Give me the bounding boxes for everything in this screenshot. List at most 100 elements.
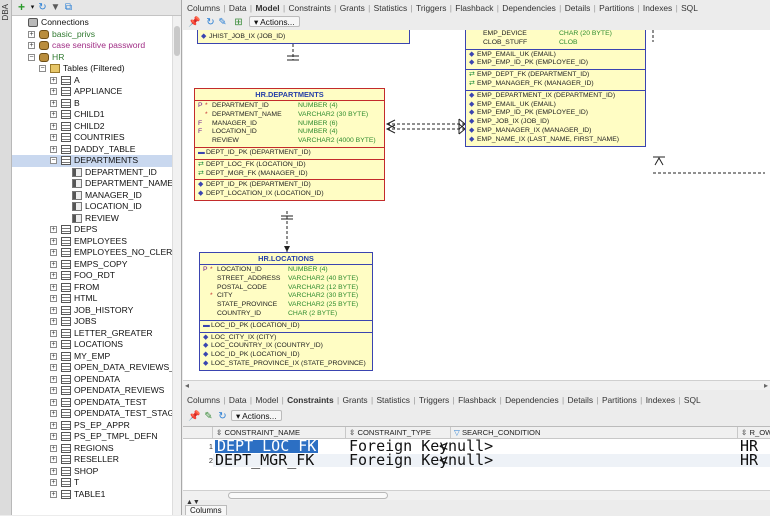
tab-model[interactable]: Model: [255, 395, 279, 405]
collapse-icon[interactable]: −: [50, 157, 57, 164]
tab-grants[interactable]: Grants: [339, 3, 365, 13]
expand-icon[interactable]: +: [50, 352, 57, 360]
tree-node-emps-copy[interactable]: +EMPS_COPY: [12, 259, 172, 271]
tree-node-reseller[interactable]: +RESELLER: [12, 454, 172, 466]
expand-icon[interactable]: +: [50, 329, 57, 337]
tree-node-jobs[interactable]: +JOBS: [12, 316, 172, 328]
expand-icon[interactable]: +: [50, 387, 57, 394]
diagram-scrollbar[interactable]: ◂ ▸: [183, 380, 770, 390]
tab-partitions[interactable]: Partitions: [599, 3, 635, 13]
tab-triggers[interactable]: Triggers: [416, 3, 447, 13]
expand-icon[interactable]: +: [50, 260, 57, 268]
filter-icon[interactable]: ▼: [50, 2, 61, 13]
tab-statistics[interactable]: Statistics: [373, 3, 408, 13]
tab-dependencies[interactable]: Dependencies: [502, 3, 556, 13]
tab-columns[interactable]: Columns: [187, 395, 221, 405]
tab-sql[interactable]: SQL: [683, 395, 701, 405]
table-row[interactable]: [213, 454, 770, 467]
tree-node-basic-privs[interactable]: +basic_privs: [12, 29, 172, 41]
edit-icon[interactable]: ✎: [204, 411, 213, 422]
tab-dependencies[interactable]: Dependencies: [505, 395, 559, 405]
tab-details[interactable]: Details: [567, 395, 594, 405]
expand-icon[interactable]: +: [50, 283, 57, 291]
expand-icon[interactable]: +: [50, 467, 57, 475]
tree-node-opendata-test[interactable]: +OPENDATA_TEST: [12, 397, 172, 409]
model-diagram[interactable]: ◆JHIST_JOB_IX (JOB_ID) HR.DEPARTMENTS P*…: [183, 30, 770, 380]
tree-node-opendata[interactable]: +OPENDATA: [12, 374, 172, 386]
tree-node-location-id[interactable]: LOCATION_ID: [12, 201, 172, 213]
cell-constraint-name[interactable]: DEPT_MGR_FK: [215, 451, 315, 469]
tab-data[interactable]: Data: [228, 395, 247, 405]
collapse-icon[interactable]: −: [39, 65, 46, 72]
tree-node-a[interactable]: +A: [12, 75, 172, 87]
tree-node-from[interactable]: +FROM: [12, 282, 172, 294]
add-connection-icon[interactable]: +: [17, 0, 25, 14]
actions-button[interactable]: ▾ Actions...: [231, 410, 282, 421]
expand-icon[interactable]: +: [50, 237, 57, 245]
bottom-tab-columns[interactable]: Columns: [185, 505, 227, 515]
expand-icon[interactable]: +: [50, 444, 57, 452]
tab-indexes[interactable]: Indexes: [642, 3, 673, 13]
cell-search-condition[interactable]: <null>: [439, 451, 494, 469]
tree-node-countries[interactable]: +COUNTRIES: [12, 132, 172, 144]
tab-statistics[interactable]: Statistics: [376, 395, 410, 405]
expand-icon[interactable]: +: [50, 272, 57, 279]
tab-grants[interactable]: Grants: [342, 395, 368, 405]
expand-icon[interactable]: +: [50, 226, 57, 233]
schema-browser-icon[interactable]: ⧉: [64, 2, 73, 13]
tree-node-foo-rdt[interactable]: +FOO_RDT: [12, 270, 172, 282]
edit-icon[interactable]: ✎: [218, 17, 227, 28]
tree-node-deps[interactable]: +DEPS: [12, 224, 172, 236]
scroll-thumb[interactable]: [174, 26, 180, 56]
cell-constraint-type[interactable]: Foreign Key: [349, 437, 449, 455]
tab-flashback[interactable]: Flashback: [455, 3, 494, 13]
tree-node-my-emp[interactable]: +MY_EMP: [12, 351, 172, 363]
expand-icon[interactable]: +: [50, 134, 57, 141]
tab-constraints[interactable]: Constraints: [287, 395, 334, 405]
table-row[interactable]: [213, 440, 770, 453]
expand-icon[interactable]: +: [50, 295, 57, 302]
cell-constraint-type[interactable]: Foreign Key: [349, 451, 449, 469]
tree-node-ps-ep-appr[interactable]: +PS_EP_APPR: [12, 420, 172, 432]
tree-node-employees[interactable]: +EMPLOYEES: [12, 236, 172, 248]
refresh-icon[interactable]: ↻: [218, 411, 227, 422]
expand-icon[interactable]: +: [50, 410, 57, 417]
tree-node-table1[interactable]: +TABLE1: [12, 489, 172, 501]
tree-node-open-data-reviews-ne[interactable]: +OPEN_DATA_REVIEWS_NE: [12, 362, 181, 374]
tree-node-opendata-reviews[interactable]: +OPENDATA_REVIEWS: [12, 385, 172, 397]
tree-node-review[interactable]: REVIEW: [12, 213, 172, 225]
expand-icon[interactable]: +: [50, 318, 57, 325]
expand-icon[interactable]: +: [50, 122, 57, 130]
scroll-right-icon[interactable]: ▸: [763, 381, 768, 390]
tree-node-department-id[interactable]: DEPARTMENT_ID: [12, 167, 172, 179]
scroll-thumb[interactable]: [228, 492, 388, 499]
expand-icon[interactable]: +: [50, 421, 57, 429]
expand-icon[interactable]: +: [28, 42, 35, 49]
expand-icon[interactable]: +: [50, 111, 57, 118]
tree-node-html[interactable]: +HTML: [12, 293, 172, 305]
tree-node-b[interactable]: +B: [12, 98, 172, 110]
grid-scrollbar[interactable]: [183, 490, 770, 500]
pin-icon[interactable]: 📌: [188, 411, 201, 422]
tree-node-department-name[interactable]: DEPARTMENT_NAME: [12, 178, 173, 190]
entity-jobs-partial[interactable]: ◆JHIST_JOB_IX (JOB_ID): [197, 30, 410, 44]
tree-node-child2[interactable]: +CHILD2: [12, 121, 172, 133]
tree-node-letter-greater[interactable]: +LETTER_GREATER: [12, 328, 172, 340]
expand-icon[interactable]: +: [50, 306, 57, 314]
column-header-r-owner[interactable]: ⇳ R_OW: [738, 427, 770, 439]
tree-node-t[interactable]: +T: [12, 477, 172, 489]
tab-columns[interactable]: Columns: [187, 3, 221, 13]
navigator-scrollbar[interactable]: [172, 16, 181, 515]
expand-icon[interactable]: +: [50, 341, 57, 348]
side-strip[interactable]: DBA: [0, 0, 12, 515]
expand-icon[interactable]: +: [50, 398, 57, 406]
actions-button[interactable]: ▾ Actions...: [249, 16, 300, 27]
tab-flashback[interactable]: Flashback: [458, 395, 497, 405]
tab-data[interactable]: Data: [228, 3, 247, 13]
tab-indexes[interactable]: Indexes: [645, 395, 676, 405]
cell-r-owner[interactable]: HR: [740, 437, 759, 455]
tab-sql[interactable]: SQL: [681, 3, 698, 13]
tree-node-tables-filtered[interactable]: −Tables (Filtered): [12, 63, 172, 75]
collapse-arrows-icon[interactable]: ▲▼: [186, 499, 200, 506]
